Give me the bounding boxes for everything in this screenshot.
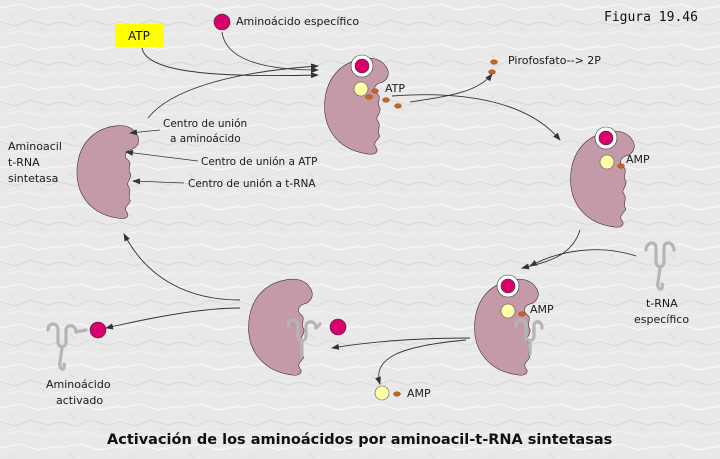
arrow-trna-in (529, 249, 637, 267)
arrow-enzyme-to-complex (147, 63, 319, 119)
bound-atp-2 (353, 81, 369, 97)
released-amp (374, 385, 390, 401)
atp-box (115, 24, 164, 47)
pyrophosphate-leaving-b (394, 103, 402, 109)
arrow-to-release (331, 337, 471, 350)
enzyme-label-line3: sintetasa (8, 172, 58, 185)
site-aa-leader (129, 129, 161, 136)
atp-box-label: ATP (128, 29, 150, 43)
pirofosfato-label: Pirofosfato--> 2P (508, 54, 601, 67)
amp-released-label: AMP (407, 387, 431, 400)
arrow-pyrophosphate-out (409, 73, 493, 103)
activated-label-line1: Aminoácido (46, 378, 111, 391)
activated-amino-acid (89, 321, 107, 339)
arrow-atp-in (141, 47, 319, 79)
phosphate-2b (365, 94, 373, 100)
activated-label-line2: activado (56, 394, 103, 407)
arrow-to-aa-amp (391, 94, 561, 141)
pyrophosphate-free-b (488, 69, 496, 75)
free-trna (644, 241, 676, 291)
site-trna-leader (132, 178, 185, 185)
caption: Activación de los aminoácidos por aminoa… (107, 432, 612, 448)
site-aa-label-line1: Centro de unión (163, 118, 247, 130)
site-aa-label-line2: a aminoácido (170, 133, 241, 145)
amp-stage4-label: AMP (530, 303, 554, 316)
amino-especifico-label: Aminoácido específico (236, 15, 359, 28)
trna-label-line1: t-RNA (646, 297, 678, 310)
site-atp-label: Centro de unión a ATP (201, 156, 317, 168)
amp-stage3-label: AMP (626, 153, 650, 166)
arrow-activated-out (105, 307, 241, 330)
phosphate-2a (371, 88, 379, 94)
pyrophosphate-leaving-a (382, 97, 390, 103)
aa-on-trna-5 (329, 318, 347, 336)
bound-amino-acid-2 (354, 58, 370, 74)
site-trna-label: Centro de unión a t-RNA (188, 178, 316, 190)
bound-amino-acid-3 (598, 130, 614, 146)
bound-amp-3 (599, 154, 615, 170)
amp-phosphate-4 (518, 311, 526, 317)
arrow-amp-out (375, 339, 467, 385)
activated-trna (46, 322, 88, 371)
arrow-aa-in (221, 31, 319, 73)
enzyme-label-line1: Aminoacil (8, 140, 62, 153)
bound-amp-4 (500, 303, 516, 319)
trna-label-line2: específico (634, 313, 689, 326)
bound-trna-5 (286, 318, 322, 358)
enzyme-label-line2: t-RNA (8, 156, 40, 169)
arrow-enzyme-recycle (123, 233, 241, 301)
bound-trna-4 (514, 318, 544, 356)
released-amp-phosphate (393, 391, 401, 397)
atp-bound-label: ATP (385, 82, 405, 95)
bound-amino-acid-4 (500, 278, 516, 294)
site-atp-leader (125, 149, 199, 162)
free-amino-acid-top (213, 13, 231, 31)
figure-label: Figura 19.46 (604, 10, 698, 25)
amp-phosphate-3 (617, 163, 625, 169)
pyrophosphate-free-a (490, 59, 498, 65)
